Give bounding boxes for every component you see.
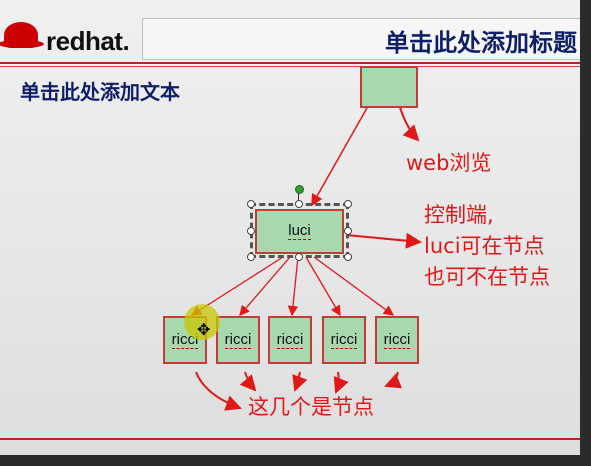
redhat-hat-icon xyxy=(0,22,44,48)
resize-handle-r[interactable] xyxy=(344,227,352,235)
ricci-node-label: ricci xyxy=(383,330,411,349)
luci-ricci5-line xyxy=(313,256,395,316)
resize-handle-l[interactable] xyxy=(247,227,255,235)
slide-canvas[interactable]: redhat. 单击此处添加标题 单击此处添加文本 luci xyxy=(0,0,580,455)
web-node[interactable] xyxy=(360,66,418,108)
rotation-handle[interactable] xyxy=(295,185,304,194)
luci-annotation-line1[interactable]: 控制端, xyxy=(424,203,494,227)
resize-handle-tr[interactable] xyxy=(344,200,352,208)
ricci-node-label: ricci xyxy=(330,330,358,349)
luci-label-arrow xyxy=(345,232,422,249)
nodes-arrow-4 xyxy=(333,371,349,394)
resize-handle-t[interactable] xyxy=(295,200,303,208)
ricci-node-5[interactable]: ricci xyxy=(375,316,419,364)
ricci-node-label: ricci xyxy=(276,330,304,349)
nodes-arrow-3 xyxy=(292,371,308,392)
resize-handle-tl[interactable] xyxy=(247,200,255,208)
luci-annotation-line3[interactable]: 也可不在节点 xyxy=(424,265,550,289)
resize-handle-b[interactable] xyxy=(295,253,303,261)
ricci-node-3[interactable]: ricci xyxy=(268,316,312,364)
resize-handle-bl[interactable] xyxy=(247,253,255,261)
title-placeholder[interactable]: 单击此处添加标题 xyxy=(142,18,580,60)
web-annotation[interactable]: web浏览 xyxy=(406,151,492,175)
resize-handle-br[interactable] xyxy=(344,253,352,261)
nodes-arrow-5 xyxy=(384,371,402,389)
ricci-node-label: ricci xyxy=(224,330,252,349)
nodes-arrow-2 xyxy=(239,371,257,392)
slide-title[interactable]: 单击此处添加标题 xyxy=(385,28,577,57)
luci-node-label: luci xyxy=(288,222,311,240)
ricci-node-4[interactable]: ricci xyxy=(322,316,366,364)
luci-annotation-line2[interactable]: luci可在节点 xyxy=(424,234,545,258)
rotation-stem xyxy=(298,191,299,203)
ricci-node-2[interactable]: ricci xyxy=(216,316,260,364)
luci-ricci2-line xyxy=(239,256,291,316)
redhat-logo: redhat. xyxy=(0,14,150,64)
luci-ricci3-line xyxy=(287,256,299,317)
web-luci-line xyxy=(311,107,368,207)
title-divider-thin xyxy=(0,66,580,67)
title-divider xyxy=(0,62,580,64)
luci-node[interactable]: luci xyxy=(255,209,344,254)
nodes-arrow-1 xyxy=(195,371,242,411)
logo-text: redhat. xyxy=(46,26,130,56)
text-placeholder[interactable]: 单击此处添加文本 xyxy=(20,80,180,104)
nodes-annotation[interactable]: 这几个是节点 xyxy=(248,395,374,419)
footer-divider xyxy=(0,438,580,440)
cursor-highlight xyxy=(184,304,220,340)
luci-ricci4-line xyxy=(305,256,341,317)
move-cursor-icon: ✥ xyxy=(197,320,211,339)
